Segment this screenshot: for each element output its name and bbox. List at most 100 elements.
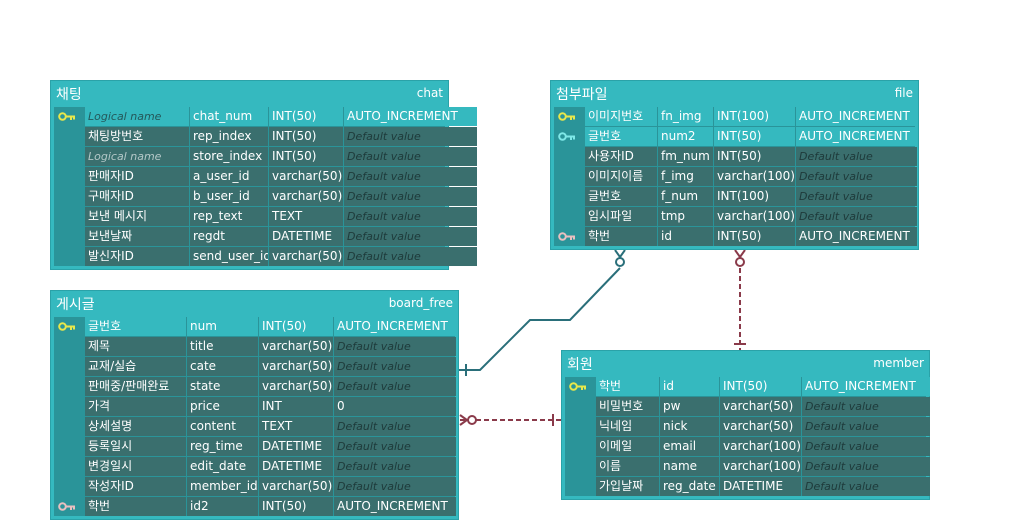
column-data-type[interactable]: INT(50) xyxy=(714,227,795,246)
column-default-value[interactable]: Default value xyxy=(802,417,930,436)
column-default-value[interactable]: Default value xyxy=(802,437,930,456)
column-logical-name[interactable]: 닉네임 xyxy=(596,417,659,436)
column-physical-name[interactable]: member_id xyxy=(187,477,258,496)
column-default-value[interactable]: AUTO_INCREMENT xyxy=(334,497,456,516)
column-data-type[interactable]: DATETIME xyxy=(269,227,343,246)
column-logical-name[interactable]: 글번호 xyxy=(85,317,186,336)
column-data-type[interactable]: DATETIME xyxy=(720,477,801,496)
column-data-type[interactable]: varchar(50) xyxy=(269,187,343,206)
column-physical-name[interactable]: f_img xyxy=(658,167,713,186)
column-data-type[interactable]: varchar(50) xyxy=(720,417,801,436)
column-logical-name[interactable]: 글번호 xyxy=(585,187,657,206)
column-logical-name[interactable]: 이름 xyxy=(596,457,659,476)
column-default-value[interactable]: Default value xyxy=(344,247,477,266)
column-logical-name[interactable]: 채팅방번호 xyxy=(85,127,189,146)
column-logical-name[interactable]: 가입날짜 xyxy=(596,477,659,496)
column-default-value[interactable]: Default value xyxy=(802,457,930,476)
column-data-type[interactable]: INT(50) xyxy=(269,147,343,166)
column-default-value[interactable]: Default value xyxy=(802,397,930,416)
column-physical-name[interactable]: f_num xyxy=(658,187,713,206)
column-default-value[interactable]: Default value xyxy=(344,187,477,206)
column-physical-name[interactable]: send_user_id xyxy=(190,247,268,266)
column-logical-name[interactable]: 등록일시 xyxy=(85,437,186,456)
column-logical-name[interactable]: 학번 xyxy=(85,497,186,516)
column-physical-name[interactable]: store_index xyxy=(190,147,268,166)
column-physical-name[interactable]: chat_num xyxy=(190,107,268,126)
column-physical-name[interactable]: a_user_id xyxy=(190,167,268,186)
column-logical-name[interactable]: 가격 xyxy=(85,397,186,416)
column-default-value[interactable]: Default value xyxy=(796,167,917,186)
column-data-type[interactable]: INT(50) xyxy=(714,147,795,166)
relation-member-file[interactable] xyxy=(734,249,746,350)
column-data-type[interactable]: varchar(50) xyxy=(269,167,343,186)
column-default-value[interactable]: AUTO_INCREMENT xyxy=(344,107,477,126)
column-logical-name[interactable]: 상세설명 xyxy=(85,417,186,436)
column-logical-name[interactable]: 이메일 xyxy=(596,437,659,456)
column-physical-name[interactable]: email xyxy=(660,437,719,456)
column-data-type[interactable]: INT(50) xyxy=(269,127,343,146)
column-physical-name[interactable]: rep_index xyxy=(190,127,268,146)
column-default-value[interactable]: Default value xyxy=(334,437,456,456)
column-physical-name[interactable]: id xyxy=(658,227,713,246)
column-physical-name[interactable]: title xyxy=(187,337,258,356)
column-physical-name[interactable]: reg_time xyxy=(187,437,258,456)
column-physical-name[interactable]: pw xyxy=(660,397,719,416)
column-physical-name[interactable]: regdt xyxy=(190,227,268,246)
column-physical-name[interactable]: id xyxy=(660,377,719,396)
column-data-type[interactable]: varchar(50) xyxy=(259,477,333,496)
column-physical-name[interactable]: price xyxy=(187,397,258,416)
column-default-value[interactable]: Default value xyxy=(334,477,456,496)
column-physical-name[interactable]: fm_num xyxy=(658,147,713,166)
column-logical-name[interactable]: 사용자ID xyxy=(585,147,657,166)
column-logical-name[interactable]: 발신자ID xyxy=(85,247,189,266)
column-physical-name[interactable]: nick xyxy=(660,417,719,436)
column-data-type[interactable]: varchar(50) xyxy=(269,247,343,266)
column-physical-name[interactable]: num2 xyxy=(658,127,713,146)
column-physical-name[interactable]: edit_date xyxy=(187,457,258,476)
column-data-type[interactable]: varchar(100) xyxy=(720,437,801,456)
column-physical-name[interactable]: b_user_id xyxy=(190,187,268,206)
column-logical-name[interactable]: 판매중/판매완료 xyxy=(85,377,186,396)
column-default-value[interactable]: Default value xyxy=(344,127,477,146)
entity-header[interactable]: 회원 member xyxy=(562,351,929,377)
column-physical-name[interactable]: state xyxy=(187,377,258,396)
column-data-type[interactable]: varchar(50) xyxy=(259,337,333,356)
column-physical-name[interactable]: name xyxy=(660,457,719,476)
column-default-value[interactable]: Default value xyxy=(796,147,917,166)
column-data-type[interactable]: INT(50) xyxy=(259,497,333,516)
column-physical-name[interactable]: rep_text xyxy=(190,207,268,226)
column-data-type[interactable]: TEXT xyxy=(259,417,333,436)
column-physical-name[interactable]: fn_img xyxy=(658,107,713,126)
column-default-value[interactable]: Default value xyxy=(334,417,456,436)
column-data-type[interactable]: INT(100) xyxy=(714,107,795,126)
relation-member-board-free[interactable] xyxy=(459,414,561,426)
column-default-value[interactable]: Default value xyxy=(334,357,456,376)
column-logical-name[interactable]: 학번 xyxy=(585,227,657,246)
column-default-value[interactable]: Default value xyxy=(334,377,456,396)
column-data-type[interactable]: DATETIME xyxy=(259,437,333,456)
